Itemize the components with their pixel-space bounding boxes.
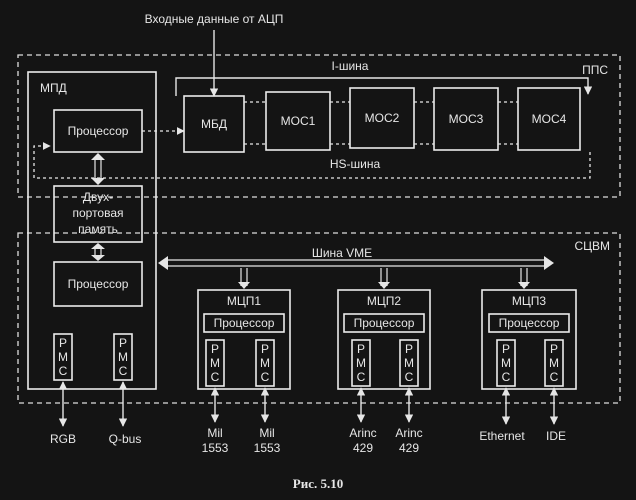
mbd-block: [183, 95, 245, 153]
mpd-module: [27, 71, 157, 390]
arinc429-label-2a: Arinc: [395, 426, 422, 440]
region-pps: [17, 54, 621, 198]
region-scvm-label: СЦВМ: [574, 239, 610, 253]
svg-text:M: M: [210, 356, 220, 370]
mpd-pmc-1: P M C: [53, 333, 73, 381]
mpd-processor-bottom: [53, 261, 143, 307]
svg-text:P: P: [550, 342, 558, 356]
mos4-block: [517, 87, 581, 151]
arinc429-label-1b: 429: [353, 441, 373, 455]
svg-text:M: M: [260, 356, 270, 370]
dual-port-memory: [53, 185, 143, 243]
mcp1-module: МЦП1 Процессор P M C P M C: [197, 289, 291, 390]
figure-caption: Рис. 5.10: [293, 476, 343, 491]
svg-text:P: P: [357, 342, 365, 356]
mos2-label: МОС2: [365, 111, 400, 125]
dual-memory-line-2: портовая: [72, 206, 123, 220]
mcp2-processor: Процессор: [354, 316, 415, 330]
svg-text:C: C: [59, 364, 68, 378]
mcp3-processor: Процессор: [499, 316, 560, 330]
svg-text:C: C: [261, 370, 270, 384]
dual-memory-line-3: память: [78, 222, 118, 236]
i-bus-label: I-шина: [332, 59, 369, 73]
mos3-label: МОС3: [449, 112, 484, 126]
arinc429-label-2b: 429: [399, 441, 419, 455]
svg-text:M: M: [404, 356, 414, 370]
dual-memory-line-1: Двух-: [83, 190, 113, 204]
mos3-block: [433, 87, 499, 151]
svg-text:M: M: [549, 356, 559, 370]
svg-text:P: P: [59, 336, 67, 350]
vme-bus-label: Шина VME: [312, 246, 372, 260]
hs-bus-label: HS-шина: [330, 157, 381, 171]
ide-label: IDE: [546, 429, 566, 443]
mil1553-label-2a: Mil: [259, 426, 274, 440]
vme-drops: [238, 268, 530, 289]
mpd-pmc-2: P M C: [113, 333, 133, 381]
input-label: Входные данные от АЦП: [145, 12, 284, 26]
svg-text:C: C: [119, 364, 128, 378]
region-scvm: [17, 232, 621, 404]
mbd-label: МБД: [201, 117, 227, 131]
ethernet-label: Ethernet: [479, 429, 525, 443]
hs-bus-line: [33, 142, 591, 179]
mpd-link-top: [91, 153, 105, 185]
mil1553-label-1b: 1553: [202, 441, 229, 455]
mos1-block: [265, 91, 331, 151]
svg-text:P: P: [405, 342, 413, 356]
svg-text:M: M: [356, 356, 366, 370]
mpd-title: МПД: [40, 81, 67, 95]
svg-text:M: M: [118, 350, 128, 364]
mos2-block: [349, 87, 415, 149]
region-pps-label: ППС: [582, 63, 608, 77]
rgb-label: RGB: [50, 432, 76, 446]
pipeline-connectors: [244, 101, 518, 145]
mpd-processor-bottom-label: Процессор: [68, 277, 129, 291]
mpd-processor-top-label: Процессор: [68, 124, 129, 138]
mcp2-module: МЦП2 Процессор P M C P M C: [337, 289, 431, 390]
mos1-label: МОС1: [281, 114, 316, 128]
svg-text:C: C: [211, 370, 220, 384]
mil1553-label-2b: 1553: [254, 441, 281, 455]
i-bus-line: [175, 77, 593, 96]
vme-bus: [158, 256, 554, 270]
mcp2-title: МЦП2: [367, 294, 401, 308]
mcp3-module: МЦП3 Процессор P M C P M C: [481, 289, 577, 390]
svg-text:C: C: [550, 370, 559, 384]
mil1553-label-1a: Mil: [207, 426, 222, 440]
svg-text:M: M: [501, 356, 511, 370]
mcp1-title: МЦП1: [227, 294, 261, 308]
mcp1-processor: Процессор: [214, 316, 275, 330]
mcp3-title: МЦП3: [512, 294, 546, 308]
svg-text:C: C: [502, 370, 511, 384]
svg-text:M: M: [58, 350, 68, 364]
svg-text:C: C: [405, 370, 414, 384]
svg-text:P: P: [119, 336, 127, 350]
qbus-label: Q-bus: [109, 432, 142, 446]
arinc429-label-1a: Arinc: [349, 426, 376, 440]
svg-text:P: P: [211, 342, 219, 356]
mpd-link-bottom: [91, 243, 105, 261]
mos4-label: МОС4: [532, 112, 567, 126]
svg-text:C: C: [357, 370, 366, 384]
svg-text:P: P: [502, 342, 510, 356]
svg-text:P: P: [261, 342, 269, 356]
